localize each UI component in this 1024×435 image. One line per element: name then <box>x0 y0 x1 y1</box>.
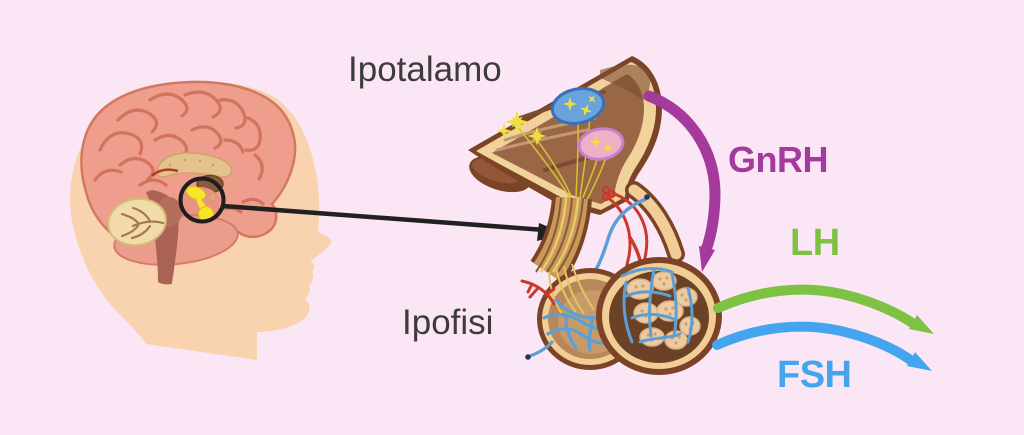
vein-exit-tip <box>525 354 531 360</box>
posterior-fibers <box>548 263 595 315</box>
lh-arrow-icon <box>713 284 934 334</box>
gnrh-arrow-icon <box>643 90 721 272</box>
label-gnrh-hormone: GnRH <box>728 139 829 180</box>
cell-cluster-dots <box>634 276 695 345</box>
anterior-pituitary-lobe <box>596 257 722 375</box>
magnifier-circle-icon <box>178 176 226 224</box>
pituitary-highlight <box>185 185 216 222</box>
label-pituitary: Ipofisi <box>402 303 494 342</box>
label-hypothalamus: Ipotalamo <box>348 50 502 89</box>
cerebellum-branches <box>120 206 165 240</box>
pink-nucleus <box>577 127 625 161</box>
hypothalamus-left-lobe-inner <box>472 158 520 184</box>
label-fsh-hormone: FSH <box>777 354 852 396</box>
fornix-line <box>151 168 179 177</box>
corpus-callosum-dots <box>168 158 215 167</box>
fsh-arrow-icon <box>712 321 932 371</box>
hypothalamus-interior <box>492 74 644 204</box>
head-profile-illustration <box>70 80 332 360</box>
capsule-band <box>625 181 685 263</box>
hypothalamus-dark-patch <box>600 64 651 100</box>
pituitary-stalk <box>530 196 592 284</box>
hypothalamus-pituitary-illustration <box>468 56 722 375</box>
label-lh-hormone: LH <box>790 222 840 264</box>
posterior-artery <box>520 279 556 306</box>
anterior-capillaries <box>620 267 694 344</box>
